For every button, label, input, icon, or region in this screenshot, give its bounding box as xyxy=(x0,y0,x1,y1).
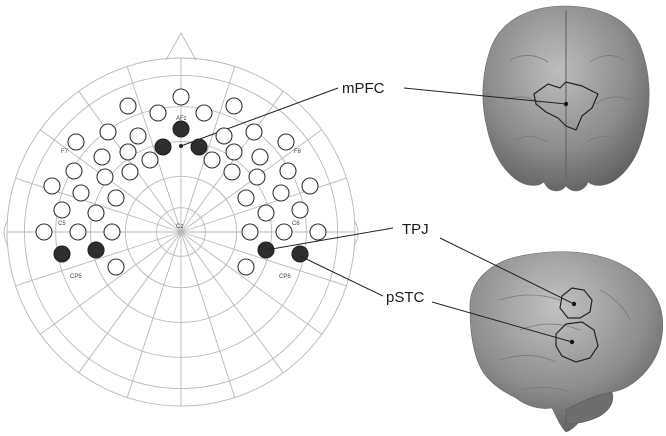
grid-spoke xyxy=(180,231,284,374)
region-label-tpj: TPJ xyxy=(402,221,429,238)
grid-spoke xyxy=(78,90,182,233)
grid-spoke xyxy=(78,231,182,374)
optode xyxy=(107,189,125,207)
brain-lateral-shape xyxy=(469,251,664,433)
mpfc-pointer-line-head xyxy=(180,87,339,147)
tpj-pointer-line-brain xyxy=(439,237,575,305)
optode xyxy=(277,133,295,151)
optode xyxy=(237,258,255,276)
optode xyxy=(215,127,233,145)
optode xyxy=(67,133,85,151)
optode-active xyxy=(172,120,190,138)
tpj-pointer-line-head xyxy=(265,227,394,251)
optode xyxy=(93,148,111,166)
optode xyxy=(309,223,327,241)
optode-active xyxy=(291,245,309,263)
region-label-mpfc: mPFC xyxy=(342,80,385,97)
mpfc-focus-dot xyxy=(179,144,183,148)
optode xyxy=(53,201,71,219)
optode xyxy=(279,162,297,180)
grid-spoke xyxy=(15,231,182,287)
optode xyxy=(225,143,243,161)
optode xyxy=(141,151,159,169)
optode xyxy=(96,168,114,186)
mpfc-roi-outline xyxy=(533,81,599,131)
optode xyxy=(301,177,319,195)
optode xyxy=(121,163,139,181)
optode xyxy=(251,148,269,166)
optode xyxy=(272,184,290,202)
optode-active xyxy=(87,241,105,259)
optode xyxy=(103,223,121,241)
optode xyxy=(241,223,259,241)
optode xyxy=(225,97,243,115)
grid-spoke xyxy=(126,231,182,398)
brain-front-sulcus xyxy=(504,55,631,143)
grid-spoke xyxy=(180,66,236,233)
optode xyxy=(107,258,125,276)
optode xyxy=(43,177,61,195)
grid-spoke xyxy=(180,231,236,398)
electrode-label-afz: AFz xyxy=(176,116,187,122)
region-label-pstc: pSTC xyxy=(386,289,425,306)
electrode-label-cp6: CP6 xyxy=(279,274,291,280)
optode xyxy=(203,151,221,169)
pstc-roi-outline xyxy=(555,321,599,363)
cerebellum-shape xyxy=(565,391,614,425)
head-grid-spokes xyxy=(7,58,355,406)
optode xyxy=(69,223,87,241)
brain-lateral-view xyxy=(469,251,664,433)
optode xyxy=(172,88,190,106)
electrode-label-f7: F7 xyxy=(61,149,69,155)
grid-spoke xyxy=(39,231,182,335)
grid-spoke xyxy=(180,231,347,287)
optode xyxy=(223,163,241,181)
optode xyxy=(291,201,309,219)
electrode-label-cz: Cz xyxy=(176,224,183,230)
optode xyxy=(99,123,117,141)
optode xyxy=(119,97,137,115)
tpj-roi-outline xyxy=(559,287,593,319)
right-ear-outline xyxy=(353,219,359,247)
grid-spoke xyxy=(126,66,182,233)
optode xyxy=(275,223,293,241)
brain-front-view xyxy=(482,5,650,192)
optode xyxy=(87,204,105,222)
optode xyxy=(245,123,263,141)
optode xyxy=(149,104,167,122)
mpfc-pointer-line-brain xyxy=(403,87,567,105)
optode xyxy=(65,162,83,180)
pstc-pointer-line-head xyxy=(299,255,384,297)
electrode-label-c6: C6 xyxy=(292,221,300,227)
optode xyxy=(35,223,53,241)
optode-active xyxy=(190,138,208,156)
optode xyxy=(195,104,213,122)
electrode-label-c5: C5 xyxy=(58,221,66,227)
nose-outline xyxy=(165,32,197,61)
optode-active xyxy=(53,245,71,263)
optode xyxy=(72,184,90,202)
optode xyxy=(237,189,255,207)
electrode-label-cp5: CP5 xyxy=(70,274,82,280)
brain-lateral-sulcus xyxy=(499,289,631,393)
electrode-label-f8: F8 xyxy=(294,149,302,155)
left-ear-outline xyxy=(3,219,9,247)
optode-set xyxy=(35,88,327,276)
optode xyxy=(129,127,147,145)
pstc-pointer-line-brain xyxy=(431,301,573,343)
optode-active xyxy=(154,138,172,156)
optode xyxy=(257,204,275,222)
grid-spoke xyxy=(180,231,323,335)
optode xyxy=(119,143,137,161)
optode xyxy=(248,168,266,186)
